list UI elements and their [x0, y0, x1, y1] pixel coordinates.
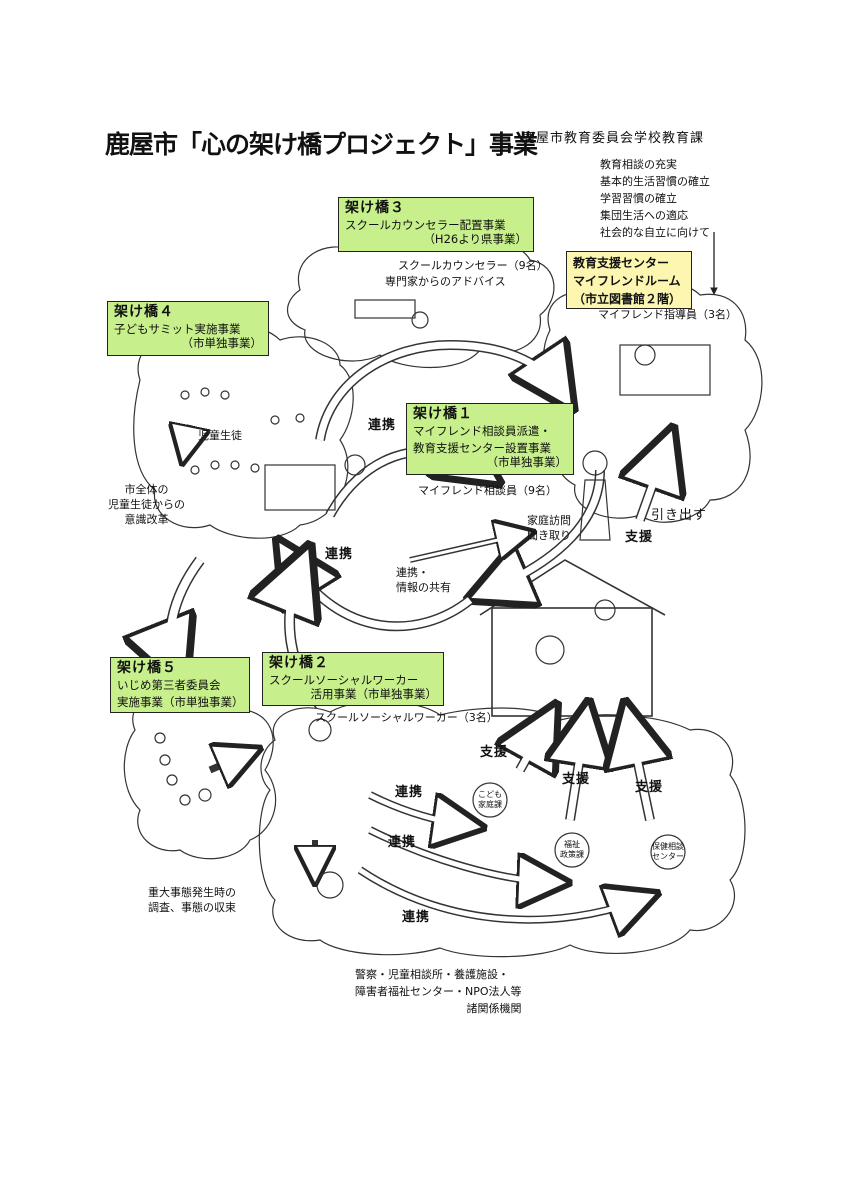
renkei-label-upper: 連携	[368, 418, 397, 433]
figure-hoken	[650, 834, 686, 870]
bridge-4-box: 架け橋４ 子どもサミット実施事業 （市単独事業）	[107, 301, 269, 356]
share-line: 情報の共有	[396, 581, 451, 594]
shien-label-3: 支援	[635, 780, 664, 795]
hoken-label: 保健相談 センター	[652, 842, 684, 862]
house-body	[491, 607, 653, 717]
bridge-3-line2: （H26より県事業）	[423, 232, 527, 246]
school-building	[264, 464, 336, 511]
fukushi-label: 福祉 政策課	[560, 840, 584, 860]
department: 鹿屋市教育委員会学校教育課	[522, 131, 705, 146]
figure-child	[316, 871, 344, 899]
support-center-line1: 教育支援センター	[573, 256, 670, 270]
home-visit-line: 聞き取り	[527, 529, 571, 542]
bridge-3-title: 架け橋３	[345, 200, 405, 216]
bridge-1-box: 架け橋１ マイフレンド相談員派遣・ 教育支援センター設置事業 （市単独事業）	[406, 403, 574, 475]
support-center-line2: マイフレンドルーム	[573, 274, 681, 288]
kodomo-line: 家庭課	[478, 800, 502, 809]
support-center-box: 教育支援センター マイフレンドルーム （市立図書館２階）	[566, 251, 692, 309]
figure-child-sitting	[535, 635, 565, 665]
awareness-line: 児童生徒からの	[108, 498, 185, 511]
draw-out-label: 引き出す	[651, 508, 708, 523]
counselor-label: スクールカウンセラー（9名）	[398, 259, 548, 272]
serious-line: 調査、事態の収束	[148, 901, 236, 914]
shien-label-center: 支援	[625, 530, 654, 545]
goal-item: 集団生活への適応	[600, 209, 688, 222]
share-line: 連携・	[396, 566, 429, 579]
shien-label-1: 支援	[480, 745, 509, 760]
bridge-3-line1: スクールカウンセラー配置事業	[345, 218, 506, 232]
agencies-line: 障害者福祉センター・NPO法人等	[355, 985, 522, 998]
goal-item: 社会的な自立に向けて	[600, 226, 710, 239]
agencies-label: 警察・児童相談所・養護施設・ 障害者福祉センター・NPO法人等 諸関係機関	[355, 966, 522, 1017]
bridge-3-box: 架け橋３ スクールカウンセラー配置事業 （H26より県事業）	[338, 197, 534, 252]
center-building	[619, 344, 711, 396]
figure-fukushi	[554, 832, 590, 868]
bridge-2-line2: 活用事業（市単独事業）	[310, 687, 438, 701]
bridge-4-line2: （市単独事業）	[181, 336, 263, 350]
figure-counselor	[411, 311, 429, 329]
bridge-4-line1: 子どもサミット実施事業	[114, 322, 241, 336]
bridge-2-box: 架け橋２ スクールソーシャルワーカー 活用事業（市単独事業）	[262, 652, 444, 706]
goals-list: 教育相談の充実 基本的生活習慣の確立 学習習慣の確立 集団生活への適応 社会的な…	[600, 156, 710, 241]
renkei-label-3: 連携	[402, 910, 431, 925]
shien-label-2: 支援	[562, 772, 591, 787]
advice-label: 専門家からのアドバイス	[385, 275, 506, 288]
home-visit-label: 家庭訪問 聞き取り	[527, 513, 571, 543]
kodomo-line: こども	[478, 790, 502, 799]
goal-item: 教育相談の充実	[600, 158, 677, 171]
awareness-label: 市全体の 児童生徒からの 意識改革	[108, 482, 185, 527]
bridge-1-line3: （市単独事業）	[486, 455, 568, 469]
home-visit-line: 家庭訪問	[527, 514, 571, 527]
figure-teacher	[344, 454, 366, 476]
ssw-label: スクールソーシャルワーカー（3名）	[315, 711, 498, 724]
goal-item: 学習習慣の確立	[600, 192, 677, 205]
cloud-inquiry	[123, 692, 277, 860]
share-label: 連携・ 情報の共有	[396, 565, 451, 595]
agencies-line: 警察・児童相談所・養護施設・	[355, 968, 509, 981]
serious-label: 重大事態発生時の 調査、事態の収束	[148, 885, 236, 915]
awareness-line: 意識改革	[124, 513, 169, 526]
figure-parent	[594, 599, 616, 621]
goal-item: 基本的生活習慣の確立	[600, 175, 710, 188]
students-crowd	[180, 387, 305, 475]
fukushi-line: 政策課	[560, 850, 584, 859]
bridge-1-title: 架け橋１	[413, 406, 473, 422]
desk	[354, 299, 416, 319]
serious-line: 重大事態発生時の	[148, 886, 236, 899]
hoken-line: 保健相談	[652, 842, 684, 851]
renkei-label-1: 連携	[395, 785, 424, 800]
renkei-label-2: 連携	[388, 835, 417, 850]
figure-kodomo	[472, 782, 508, 818]
bridge-5-title: 架け橋５	[117, 660, 177, 676]
hoken-line: センター	[652, 852, 684, 861]
bridge-1-line1: マイフレンド相談員派遣・	[413, 424, 551, 438]
renkei-label-left: 連携	[325, 547, 354, 562]
support-center-line3: （市立図書館２階）	[573, 292, 682, 306]
mf-instructor-label: マイフレンド指導員（3名）	[598, 308, 737, 321]
bridge-1-line2: 教育支援センター設置事業	[413, 441, 551, 455]
students-label: 児童生徒	[198, 429, 242, 442]
figure-ssw	[308, 718, 332, 742]
agencies-line: 諸関係機関	[466, 1002, 522, 1015]
bridge-5-line2: 実施事業（市単独事業）	[117, 695, 244, 709]
figure-consultant	[582, 450, 608, 476]
awareness-line: 市全体の	[124, 483, 169, 496]
page-title: 鹿屋市「心の架け橋プロジェクト」事業	[105, 130, 538, 159]
students-line	[154, 732, 212, 806]
fukushi-line: 福祉	[564, 840, 580, 849]
bridge-2-line1: スクールソーシャルワーカー	[269, 673, 419, 687]
bridge-5-box: 架け橋５ いじめ第三者委員会 実施事業（市単独事業）	[110, 657, 250, 713]
house-outline	[479, 559, 666, 616]
figure-instructor	[634, 344, 656, 366]
bridge-5-line1: いじめ第三者委員会	[117, 678, 221, 692]
mf-consultant-label: マイフレンド相談員（9名）	[418, 484, 557, 497]
bridge-4-title: 架け橋４	[114, 304, 174, 320]
bridge-2-title: 架け橋２	[269, 655, 329, 671]
cloud-ssw	[258, 700, 746, 958]
kodomo-label: こども 家庭課	[478, 790, 502, 810]
